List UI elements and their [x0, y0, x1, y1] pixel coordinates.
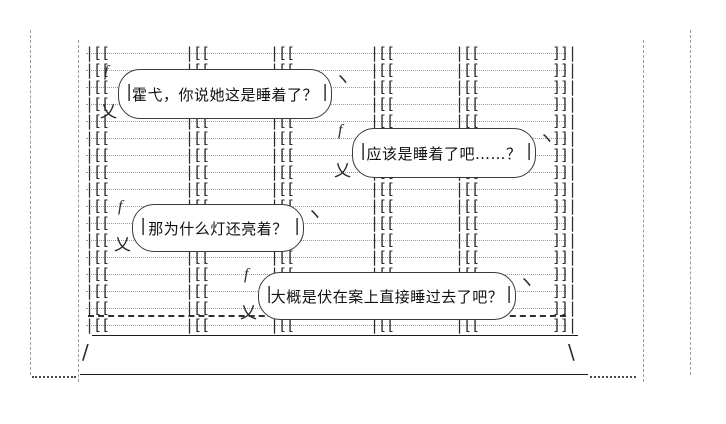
background-glyph-column: |[[ |[[ |[[ |[[ |[[ |[[ |[[ |[[ |[[ |[[ …: [85, 44, 110, 334]
dialogue-bubble-body[interactable]: 那为什么灯还亮着？: [132, 204, 304, 252]
dialogue-bubble-text: 那为什么灯还亮着？: [148, 219, 288, 238]
background-rail: [86, 223, 566, 224]
background-rail: [86, 257, 566, 258]
bubble-hook-right-top-icon: ヽ: [538, 129, 555, 149]
background-rail: [86, 206, 566, 207]
bubble-bar-left-icon: |: [138, 216, 149, 236]
background-rail: [86, 189, 566, 190]
background-rail: [86, 70, 566, 71]
bubble-hook-x-icon: 乂: [100, 102, 117, 122]
dialogue-bubble-text: 应该是睡着了吧……？: [366, 144, 522, 163]
background-rail: [86, 240, 566, 241]
background-post: [30, 30, 31, 375]
bubble-hook-x-icon: 乂: [334, 161, 351, 181]
background-corner-stroke-left: /: [82, 340, 89, 364]
background-glyph-column: ]]| ]]| ]]| ]]| ]]| ]]| ]]| ]]| ]]| ]]| …: [552, 44, 577, 334]
background-foot: [32, 376, 76, 378]
dialogue-bubble-body[interactable]: 应该是睡着了吧……？: [352, 128, 536, 178]
background-post: [643, 40, 644, 382]
bubble-bar-right-icon: |: [292, 216, 303, 236]
bubble-hook-x-icon: 乂: [240, 303, 257, 323]
background-floor-line: [92, 335, 578, 336]
background-rail: [86, 121, 566, 122]
bubble-hook-right-top-icon: ヽ: [334, 70, 351, 90]
bubble-hook-right-top-icon: ヽ: [518, 273, 535, 293]
bubble-hook-f-icon: f: [118, 198, 123, 215]
bubble-hook-right-top-icon: ヽ: [306, 205, 323, 225]
bubble-bar-left-icon: |: [124, 82, 135, 102]
background-rail: [86, 325, 566, 326]
bubble-hook-f-icon: f: [104, 63, 109, 80]
dialogue-bubble-text: 霍弋，你说她这是睡着了？: [132, 85, 319, 104]
bubble-bar-left-icon: |: [358, 141, 369, 161]
bubble-bar-right-icon: |: [320, 82, 331, 102]
bubble-bar-right-icon: |: [524, 141, 535, 161]
background-baseline: [80, 374, 588, 375]
background-rail: [86, 172, 566, 173]
dialogue-bubble-body[interactable]: 霍弋，你说她这是睡着了？: [118, 69, 332, 119]
dialogue-bubble-body[interactable]: 大概是伏在案上直接睡过去了吧？: [258, 272, 516, 320]
background-rail: [86, 53, 566, 54]
bubble-hook-f-icon: f: [244, 266, 249, 283]
dialogue-bubble-text: 大概是伏在案上直接睡过去了吧？: [270, 287, 504, 306]
background-foot: [590, 376, 636, 378]
bubble-hook-x-icon: 乂: [114, 235, 131, 255]
background-rail: [86, 138, 566, 139]
bubble-bar-right-icon: |: [504, 284, 515, 304]
background-corner-stroke-right: \: [568, 340, 575, 364]
bubble-hook-f-icon: f: [338, 122, 343, 139]
bubble-bar-left-icon: |: [264, 284, 275, 304]
background-post: [690, 30, 691, 375]
background-post: [78, 40, 79, 382]
background-rail: [86, 155, 566, 156]
